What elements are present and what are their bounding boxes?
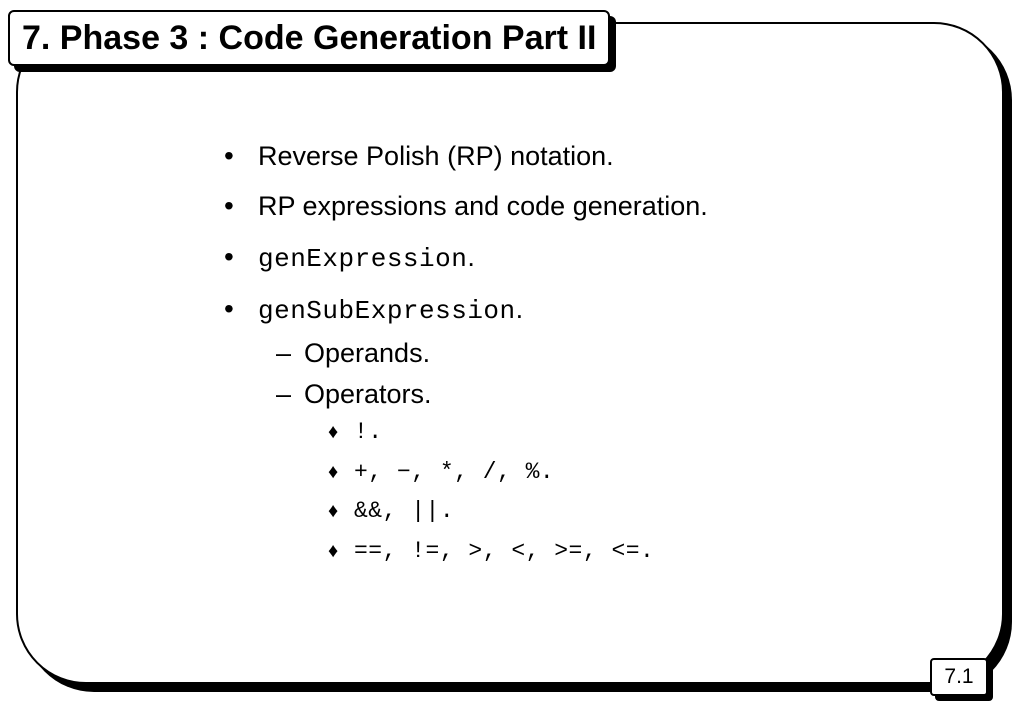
operator-item: ♦ &&, ||.	[328, 497, 944, 526]
diamond-icon: ♦	[328, 420, 339, 443]
slide-content: • Reverse Polish (RP) notation. • RP exp…	[224, 140, 944, 577]
sub-list: – Operands. – Operators. ♦ !. ♦ +, −, *,…	[224, 337, 944, 566]
bullet-item: • genExpression.	[224, 241, 944, 275]
page-number: 7.1	[944, 665, 974, 688]
dash-marker: –	[276, 338, 292, 369]
bullet-suffix: .	[467, 241, 475, 272]
operator-text: +, −, *, /, %.	[354, 458, 555, 485]
bullet-marker: •	[224, 140, 234, 171]
bullet-marker: •	[224, 190, 234, 222]
operator-text: ==, !=, >, <, >=, <=.	[354, 538, 655, 565]
diamond-icon: ♦	[328, 500, 339, 523]
operator-item: ♦ +, −, *, /, %.	[328, 458, 944, 487]
operator-list: ♦ !. ♦ +, −, *, /, %. ♦ &&, ||. ♦ ==, !=…	[276, 418, 944, 566]
operator-text: !.	[354, 418, 383, 445]
bullet-item: • RP expressions and code generation.	[224, 190, 944, 222]
diamond-icon: ♦	[328, 460, 339, 483]
code-term: genSubExpression	[258, 295, 516, 326]
operator-text: &&, ||.	[354, 498, 455, 525]
slide-title: 7. Phase 3 : Code Generation Part II	[22, 19, 597, 57]
bullet-text: RP expressions and code generation.	[258, 191, 708, 222]
title-box: 7. Phase 3 : Code Generation Part II	[8, 10, 611, 66]
sub-item: – Operators.	[276, 378, 944, 410]
code-term: genExpression	[258, 243, 468, 274]
sub-item-text: Operators.	[304, 378, 432, 409]
operator-item: ♦ !.	[328, 418, 944, 447]
sub-item-text: Operands.	[304, 338, 431, 369]
bullet-text: Reverse Polish (RP) notation.	[258, 141, 614, 171]
bullet-item: • Reverse Polish (RP) notation.	[224, 140, 944, 172]
bullet-item: • genSubExpression.	[224, 293, 944, 327]
bullet-suffix: .	[515, 293, 524, 324]
bullet-marker: •	[224, 292, 234, 324]
diamond-icon: ♦	[328, 540, 339, 563]
dash-marker: –	[276, 378, 292, 409]
bullet-marker: •	[224, 240, 234, 272]
slide-frame	[16, 22, 1004, 684]
sub-item: – Operands.	[276, 337, 944, 369]
operator-item: ♦ ==, !=, >, <, >=, <=.	[328, 537, 944, 566]
page-number-box: 7.1	[930, 658, 988, 696]
